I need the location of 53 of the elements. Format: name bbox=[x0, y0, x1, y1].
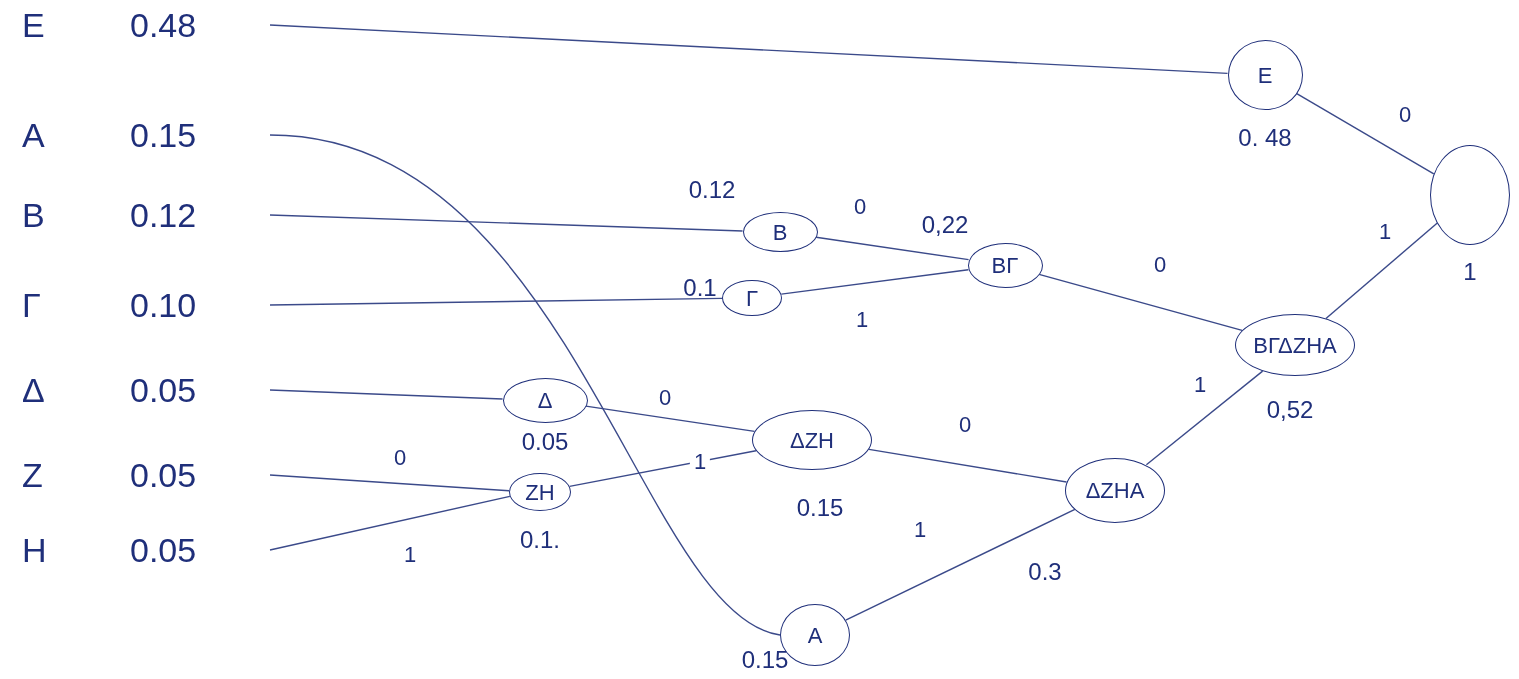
connector-line bbox=[1038, 273, 1243, 332]
tree-node-ellipse bbox=[722, 280, 782, 316]
probability-label: 0.05 bbox=[521, 430, 569, 454]
connector-line bbox=[1296, 92, 1435, 175]
connector-line bbox=[585, 405, 756, 433]
probability-label: 0.15 bbox=[796, 496, 844, 520]
node-label: ΒΓ bbox=[991, 251, 1019, 280]
connector-line bbox=[269, 389, 504, 400]
node-label: Ε bbox=[1257, 61, 1273, 90]
probability-label: 0.15 bbox=[741, 648, 789, 672]
connector-line bbox=[269, 24, 1229, 75]
probability-label: 1 bbox=[1463, 260, 1477, 284]
node-label: Α bbox=[807, 621, 823, 650]
tree-node-ellipse bbox=[502, 377, 588, 423]
connector-line bbox=[269, 495, 511, 551]
connector-line bbox=[269, 474, 510, 492]
connector-line bbox=[269, 297, 723, 306]
connector-line bbox=[269, 214, 744, 232]
probability-label: 0.05 bbox=[130, 369, 197, 411]
node-label: ΒΓΔΖΗΑ bbox=[1253, 331, 1337, 360]
symbol-label: Ε bbox=[21, 4, 46, 46]
probability-label: 0.05 bbox=[130, 529, 197, 571]
node-label: Δ bbox=[537, 386, 553, 415]
node-label: ΔΖΗ bbox=[790, 426, 834, 455]
symbol-label: Η bbox=[21, 529, 48, 571]
connector-line bbox=[815, 236, 970, 261]
node-label: Γ bbox=[745, 284, 759, 313]
probability-label: 0.3 bbox=[1028, 560, 1062, 584]
probability-label: 0.48 bbox=[130, 4, 197, 46]
connector-line bbox=[868, 448, 1068, 483]
symbol-label: Γ bbox=[21, 284, 42, 326]
probability-label: 0.1. bbox=[520, 528, 560, 552]
symbol-label: Β bbox=[21, 194, 46, 236]
connector-line bbox=[269, 134, 781, 636]
probability-label: 0.05 bbox=[130, 454, 197, 496]
probability-label: 0,22 bbox=[921, 213, 969, 237]
node-label: Β bbox=[772, 218, 788, 247]
symbol-label: Α bbox=[21, 114, 46, 156]
connector-line bbox=[1325, 222, 1438, 320]
connector-line bbox=[568, 450, 757, 488]
node-label: ΖΗ bbox=[525, 478, 555, 507]
probability-label: 0.10 bbox=[130, 284, 197, 326]
probability-label: 0.12 bbox=[688, 178, 736, 202]
probability-label: 0.1 bbox=[683, 276, 717, 300]
connector-line bbox=[1145, 370, 1264, 466]
probability-label: 0. 48 bbox=[1238, 126, 1292, 150]
probability-label: 0.12 bbox=[130, 194, 197, 236]
probability-label: 0.15 bbox=[130, 114, 197, 156]
probability-label: 0,52 bbox=[1266, 398, 1314, 422]
symbol-label: Δ bbox=[21, 369, 46, 411]
node-label: ΔΖΗΑ bbox=[1085, 476, 1145, 505]
symbol-label: Ζ bbox=[21, 454, 44, 496]
connector-line bbox=[780, 269, 970, 295]
